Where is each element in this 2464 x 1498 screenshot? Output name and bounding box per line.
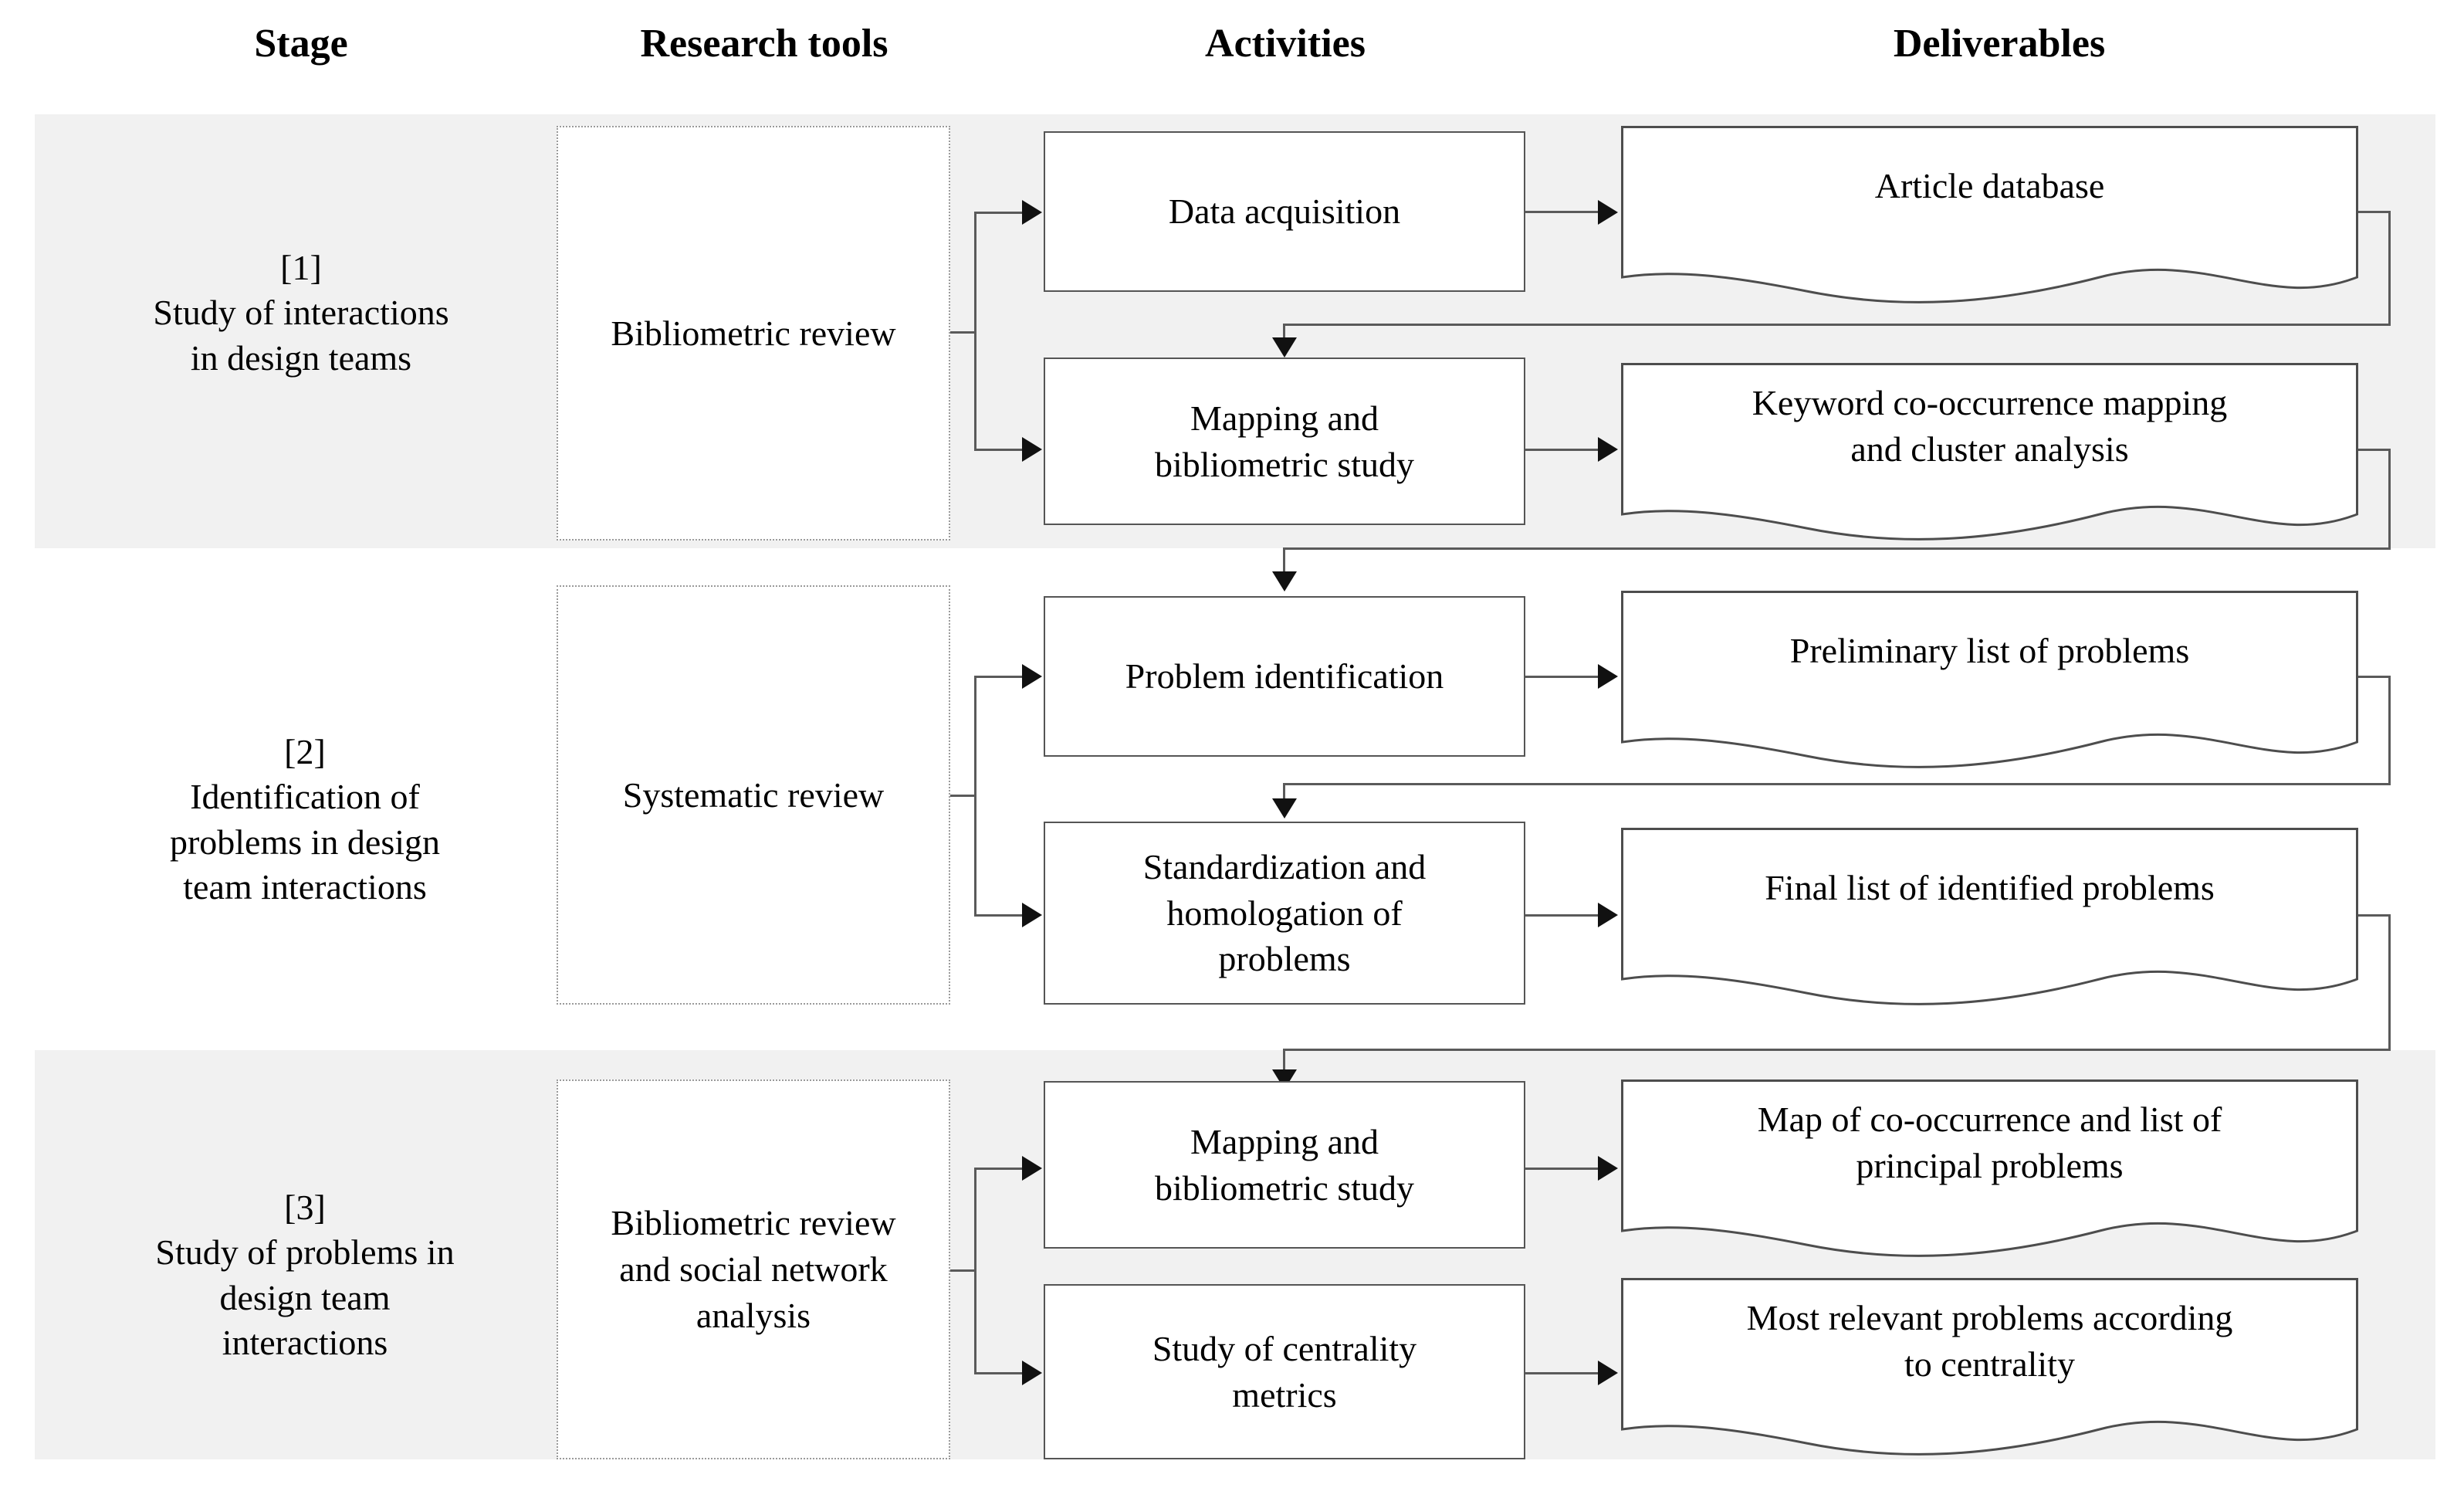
document-shape-icon	[1621, 828, 2358, 1005]
arrow-tool1-to-activity2	[1022, 437, 1042, 462]
activity-box-standardization-homologation[interactable]: Standardization and homologation of prob…	[1044, 822, 1525, 1005]
stage-title-2-line3: team interactions	[183, 867, 427, 907]
document-shape-icon	[1621, 363, 2358, 541]
connector-tool1-spine	[974, 212, 976, 451]
activity-label-standardization: Standardization and homologation of prob…	[1142, 846, 1427, 979]
stage-title-3-line3: interactions	[222, 1323, 388, 1363]
activity-label-problem-identification: Problem identification	[1125, 656, 1444, 696]
connector-tool3-spine	[974, 1168, 976, 1374]
document-shape-icon	[1621, 1079, 2358, 1257]
activity-box-mapping-bibliometric-study-3[interactable]: Mapping and bibliometric study	[1044, 1081, 1525, 1249]
connector-deliverable1-exit	[2358, 211, 2391, 213]
connector-tool1-to-activity2	[974, 449, 1024, 451]
arrow-activity2-to-deliverable2	[1598, 437, 1618, 462]
connector-activity4-to-deliverable4	[1525, 914, 1599, 917]
stage-label-1: [1] Study of interactions in design team…	[89, 246, 513, 381]
connector-deliverable2-back	[1283, 547, 2391, 550]
column-header-research-tools: Research tools	[640, 22, 888, 66]
column-header-activities: Activities	[1205, 22, 1366, 66]
connector-activity2-to-deliverable2	[1525, 449, 1599, 451]
connector-tool1-to-activity1	[974, 212, 1024, 214]
activity-box-problem-identification[interactable]: Problem identification	[1044, 596, 1525, 757]
stage-title-3-line1: Study of problems in	[155, 1232, 455, 1273]
tool-box-label-2: Systematic review	[622, 774, 885, 815]
deliverable-final-list-problems[interactable]: Final list of identified problems	[1621, 828, 2358, 1005]
deliverable-keyword-cooccurrence[interactable]: Keyword co-occurrence mapping and cluste…	[1621, 363, 2358, 541]
deliverable-most-relevant-problems[interactable]: Most relevant problems according to cent…	[1621, 1278, 2358, 1456]
tool-box-label-1: Bibliometric review	[611, 313, 896, 353]
stage-title-2-line2: problems in design	[169, 822, 441, 862]
stage-index-1: [1]	[280, 248, 322, 287]
activity-label-centrality-metrics: Study of centrality metrics	[1152, 1328, 1417, 1415]
arrow-tool3-to-activity2	[1022, 1361, 1042, 1385]
connector-tool3-to-activity2	[974, 1372, 1024, 1374]
connector-deliverable4-back	[1283, 1049, 2391, 1051]
connector-deliverable4-exit	[2358, 914, 2391, 917]
connector-deliverable1-into-activity2	[1283, 324, 1285, 342]
arrow-tool2-to-activity2	[1022, 903, 1042, 927]
tool-box-bibliometric-review[interactable]: Bibliometric review	[557, 126, 950, 541]
stage-label-3: [3] Study of problems in design team int…	[73, 1185, 536, 1366]
tool-box-systematic-review[interactable]: Systematic review	[557, 585, 950, 1005]
stage-index-3: [3]	[284, 1188, 326, 1227]
connector-tool3-stem	[950, 1269, 976, 1272]
connector-deliverable3-back	[1283, 783, 2391, 785]
tool-box-bibliometric-sna[interactable]: Bibliometric review and social network a…	[557, 1079, 950, 1459]
connector-deliverable3-exit	[2358, 676, 2391, 678]
activity-box-study-centrality-metrics[interactable]: Study of centrality metrics	[1044, 1284, 1525, 1459]
document-shape-icon	[1621, 591, 2358, 768]
document-shape-icon	[1621, 1278, 2358, 1456]
arrow-tool2-to-activity1	[1022, 664, 1042, 689]
connector-deliverable2-down	[2388, 449, 2391, 550]
arrow-tool1-to-activity1	[1022, 200, 1042, 225]
stage-title-1-line1: Study of interactions	[153, 293, 449, 333]
connector-deliverable1-down	[2388, 211, 2391, 325]
connector-deliverable1-back	[1283, 324, 2391, 326]
connector-activity1-to-deliverable1	[1525, 211, 1599, 213]
document-shape-icon	[1621, 126, 2358, 303]
connector-activity6-to-deliverable6	[1525, 1372, 1599, 1374]
connector-deliverable3-into-activity4	[1283, 783, 1285, 803]
arrow-activity4-to-deliverable4	[1598, 903, 1618, 927]
activity-box-mapping-bibliometric-study-1[interactable]: Mapping and bibliometric study	[1044, 358, 1525, 525]
stage-title-3-line2: design team	[219, 1277, 391, 1317]
stage-title-1-line2: in design teams	[190, 337, 412, 378]
column-header-stage: Stage	[254, 22, 348, 66]
arrow-activity3-to-deliverable3	[1598, 664, 1618, 689]
connector-tool1-stem	[950, 331, 976, 334]
connector-tool2-to-activity2	[974, 914, 1024, 917]
connector-deliverable3-down	[2388, 676, 2391, 785]
arrow-deliverable3-to-activity4	[1272, 798, 1297, 818]
deliverable-article-database[interactable]: Article database	[1621, 126, 2358, 303]
deliverable-map-cooccurrence-principal[interactable]: Map of co-occurrence and list of princip…	[1621, 1079, 2358, 1257]
arrow-activity1-to-deliverable1	[1598, 200, 1618, 225]
column-header-deliverables: Deliverables	[1893, 22, 2106, 66]
arrow-activity6-to-deliverable6	[1598, 1361, 1618, 1385]
activity-label-data-acquisition: Data acquisition	[1168, 191, 1401, 232]
connector-activity3-to-deliverable3	[1525, 676, 1599, 678]
connector-activity5-to-deliverable5	[1525, 1168, 1599, 1170]
stage-index-2: [2]	[284, 732, 326, 771]
connector-deliverable4-down	[2388, 914, 2391, 1051]
connector-stage1-to-stage2	[1283, 547, 1285, 575]
arrow-stage1-to-stage2	[1272, 571, 1297, 591]
arrow-activity5-to-deliverable5	[1598, 1156, 1618, 1181]
connector-stage2-to-stage3	[1283, 1049, 1285, 1073]
connector-tool2-spine	[974, 676, 976, 917]
connector-tool2-stem	[950, 795, 976, 797]
deliverable-preliminary-list-problems[interactable]: Preliminary list of problems	[1621, 591, 2358, 768]
connector-tool3-to-activity1	[974, 1168, 1024, 1170]
activity-box-data-acquisition[interactable]: Data acquisition	[1044, 131, 1525, 292]
activity-label-mapping-1: Mapping and bibliometric study	[1154, 398, 1414, 484]
arrow-tool3-to-activity1	[1022, 1156, 1042, 1181]
tool-box-label-3: Bibliometric review and social network a…	[611, 1203, 896, 1335]
connector-deliverable2-exit	[2358, 449, 2391, 451]
connector-tool2-to-activity1	[974, 676, 1024, 678]
activity-label-mapping-3: Mapping and bibliometric study	[1154, 1121, 1414, 1208]
stage-title-2-line1: Identification of	[190, 777, 420, 817]
arrow-deliverable1-to-activity2	[1272, 337, 1297, 358]
stage-label-2: [2] Identification of problems in design…	[73, 730, 536, 910]
